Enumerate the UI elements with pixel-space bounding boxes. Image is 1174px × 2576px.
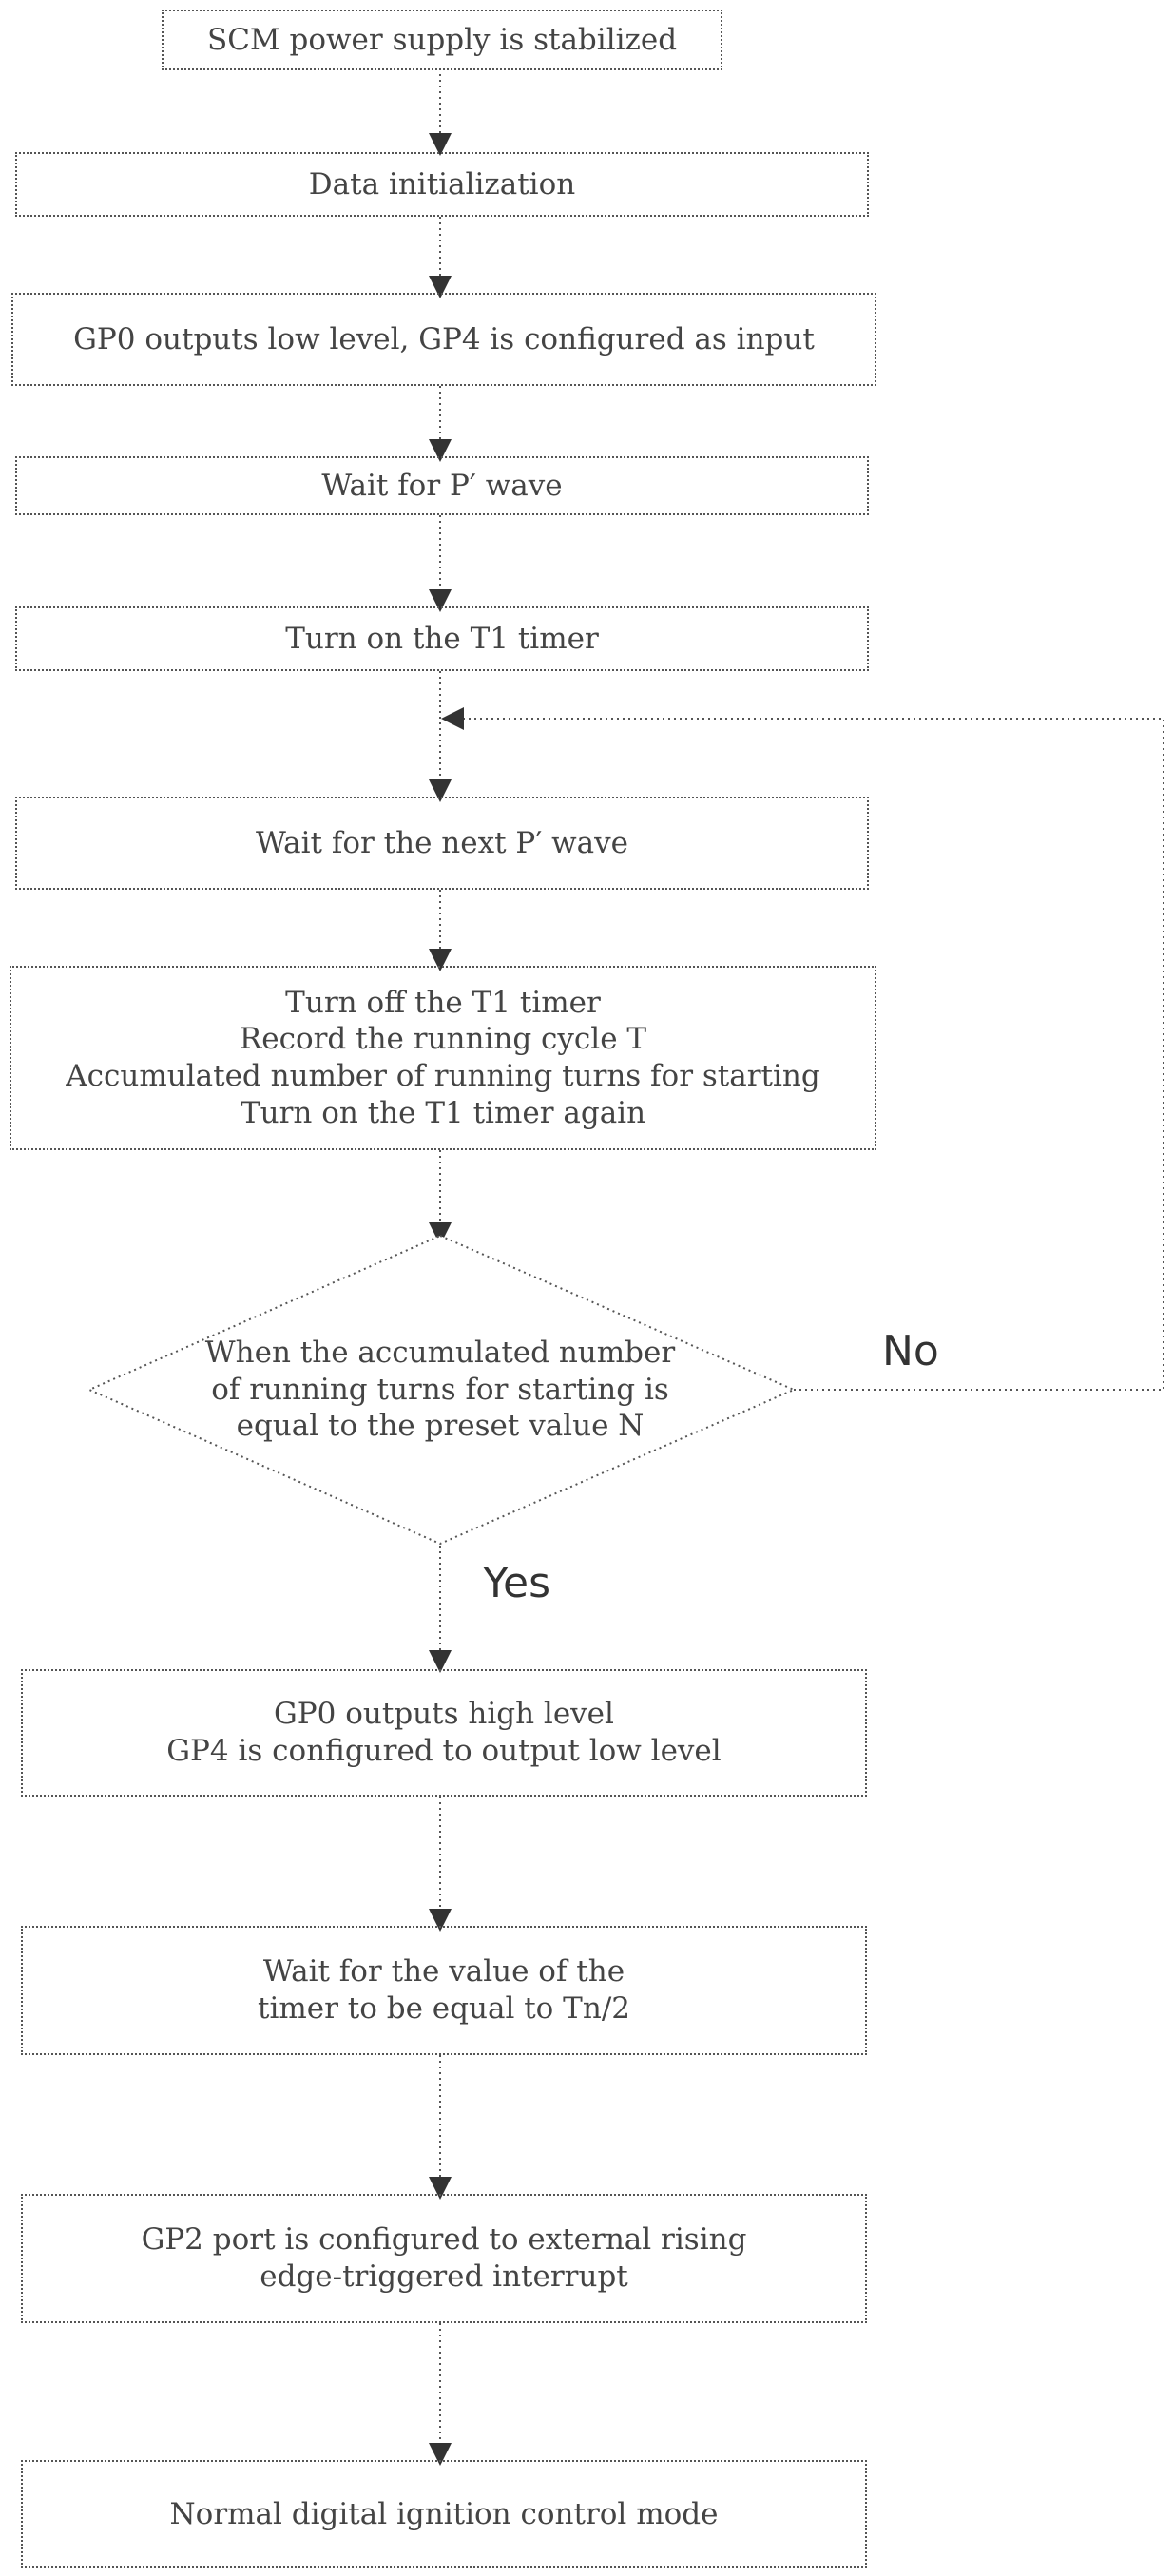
step-wait-p-wave: Wait for P′ wave xyxy=(15,456,869,515)
step-wait-timer: Wait for the value of the timer to be eq… xyxy=(21,1926,867,2055)
no-label: No xyxy=(882,1327,939,1375)
step-text: Wait for P′ wave xyxy=(321,468,562,505)
step-text: GP4 is configured to output low level xyxy=(166,1733,721,1770)
decision-line: equal to the preset value N xyxy=(237,1408,645,1445)
step-power-supply: SCM power supply is stabilized xyxy=(162,10,722,70)
step-text: GP0 outputs low level, GP4 is configured… xyxy=(73,321,815,358)
step-normal-mode: Normal digital ignition control mode xyxy=(21,2460,867,2568)
step-text: SCM power supply is stabilized xyxy=(207,22,677,59)
decision-text: When the accumulated number of running t… xyxy=(171,1331,709,1449)
step-text: Wait for the next P′ wave xyxy=(256,825,628,862)
step-text: Accumulated number of running turns for … xyxy=(66,1058,819,1095)
step-text: Record the running cycle T xyxy=(240,1021,646,1058)
step-text: Turn on the T1 timer xyxy=(285,621,599,658)
step-text: Normal digital ignition control mode xyxy=(170,2496,719,2533)
step-text: GP0 outputs high level xyxy=(274,1696,614,1733)
step-data-init: Data initialization xyxy=(15,152,869,217)
step-record-cycle: Turn off the T1 timer Record the running… xyxy=(10,966,876,1150)
step-wait-next-p-wave: Wait for the next P′ wave xyxy=(15,797,869,890)
step-text: edge-triggered interrupt xyxy=(260,2259,628,2296)
step-gp0-low: GP0 outputs low level, GP4 is configured… xyxy=(11,293,876,386)
yes-label: Yes xyxy=(483,1559,550,1607)
step-gp2-interrupt: GP2 port is configured to external risin… xyxy=(21,2194,867,2323)
step-text: Wait for the value of the xyxy=(263,1953,625,1990)
decision-line: of running turns for starting is xyxy=(211,1372,669,1409)
step-gp0-high: GP0 outputs high level GP4 is configured… xyxy=(21,1669,867,1797)
step-text: Turn on the T1 timer again xyxy=(241,1095,645,1132)
step-text: Data initialization xyxy=(309,166,575,203)
step-text: timer to be equal to Tn/2 xyxy=(258,1990,630,2028)
step-text: GP2 port is configured to external risin… xyxy=(142,2221,747,2259)
decision-line: When the accumulated number xyxy=(205,1335,675,1372)
step-timer-on: Turn on the T1 timer xyxy=(15,606,869,671)
step-text: Turn off the T1 timer xyxy=(285,985,601,1022)
